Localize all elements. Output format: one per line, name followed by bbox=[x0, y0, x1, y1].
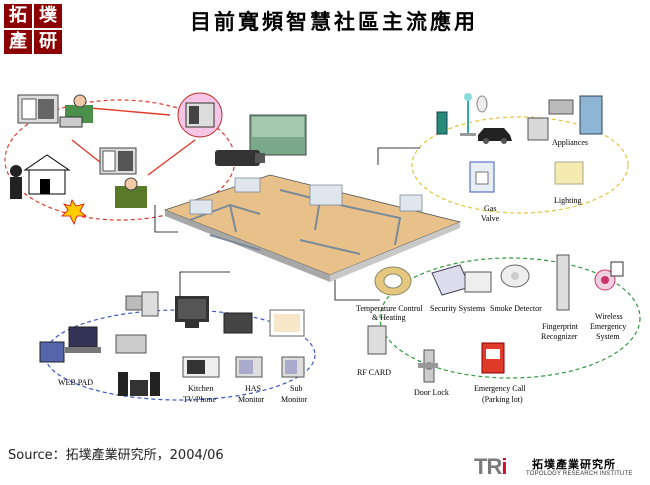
logo-char-4: 研 bbox=[34, 30, 62, 54]
logo-char-2: 墣 bbox=[34, 4, 62, 28]
room-block-4 bbox=[189, 199, 213, 215]
label-gas-valve-line1: Gas bbox=[484, 204, 497, 213]
label-security-systems: Security Systems bbox=[430, 304, 486, 313]
label-fingerprint-line1: Fingerprint bbox=[542, 322, 578, 331]
fridge-icon bbox=[579, 95, 603, 135]
fingerprint-icon bbox=[556, 254, 570, 311]
label-emergency-line2: (Parking lot) bbox=[482, 395, 523, 404]
label-door-lock: Door Lock bbox=[414, 388, 449, 397]
label-has-line1: HAS bbox=[245, 384, 262, 393]
label-fingerprint-line2: Recognizer bbox=[541, 332, 578, 341]
logo-char-1: 拓 bbox=[4, 4, 32, 28]
laptop-icon bbox=[65, 326, 101, 353]
streetlight-icon bbox=[460, 93, 476, 136]
label-temperature-line2: & Heating bbox=[372, 313, 406, 322]
house-icon bbox=[23, 154, 71, 195]
label-lighting: Lighting bbox=[554, 196, 582, 205]
label-smoke-detector: Smoke Detector bbox=[490, 304, 542, 313]
connector-remote bbox=[154, 205, 178, 233]
appliances-group-ellipse bbox=[411, 116, 629, 214]
stereo-icon bbox=[118, 372, 160, 396]
pc-monitor-icon bbox=[125, 295, 143, 311]
control-panel-3 bbox=[99, 147, 137, 175]
label-kitchen-line2: TV/Phone bbox=[183, 395, 216, 404]
rf-card-icon bbox=[367, 325, 387, 355]
page-title: 目前寬頻智慧社區主流應用 bbox=[190, 9, 478, 34]
brand-name-en: TOPOLOGY RESEARCH INSTITUTE bbox=[526, 471, 633, 477]
guard-icon bbox=[115, 177, 147, 208]
control-panel-1 bbox=[17, 94, 59, 124]
printer-icon bbox=[115, 334, 147, 354]
washing-machine-icon bbox=[527, 117, 549, 141]
connector-appliances bbox=[377, 147, 420, 165]
brand-tri: TRi bbox=[474, 454, 507, 480]
room-block-3 bbox=[399, 194, 423, 212]
cctv-camera-icon bbox=[215, 150, 265, 166]
tv-icon bbox=[175, 296, 209, 328]
arrow-remote-3 bbox=[147, 139, 196, 176]
security-group-ellipse bbox=[379, 257, 641, 379]
brand-tri-prefix: TR bbox=[474, 454, 502, 479]
security-keypad-icon bbox=[431, 264, 471, 296]
microwave-icon bbox=[548, 99, 574, 115]
burglar-icon bbox=[10, 165, 22, 199]
building-base-side bbox=[330, 222, 460, 282]
phone-icon bbox=[223, 312, 253, 334]
tablet-icon bbox=[269, 309, 305, 337]
bulb-icon bbox=[476, 95, 488, 113]
lighting-icon bbox=[554, 161, 584, 185]
logo-char-3: 產 bbox=[4, 30, 32, 54]
label-sub-line2: Monitor bbox=[281, 395, 308, 404]
pc-tower-icon bbox=[141, 291, 159, 317]
control-panel-2 bbox=[177, 92, 223, 138]
connector-av bbox=[179, 271, 230, 300]
source-note: Source：拓墣產業研究所，2004/06 bbox=[8, 448, 224, 463]
label-appliances: Appliances bbox=[552, 138, 588, 147]
brand-name-cn: 拓墣產業研究所 bbox=[532, 458, 616, 471]
emergency-call-icon bbox=[481, 342, 505, 374]
door-lock-icon bbox=[418, 349, 438, 383]
label-sub-line1: Sub bbox=[290, 384, 303, 393]
brand-tri-suffix: i bbox=[501, 454, 507, 479]
room-block-2 bbox=[234, 177, 261, 193]
web-pad-icon bbox=[39, 341, 65, 363]
label-has-line2: Monitor bbox=[238, 395, 265, 404]
label-web-pad: WEB PAD bbox=[58, 378, 94, 387]
label-wireless-line1: Wireless bbox=[595, 312, 623, 321]
label-wireless-line3: System bbox=[596, 332, 620, 341]
label-temperature-line1: Temperature Control bbox=[356, 304, 423, 313]
person-laptop-icon bbox=[59, 94, 93, 128]
security-panel-icon bbox=[464, 271, 492, 293]
alarm-burst-icon bbox=[61, 199, 88, 225]
label-wireless-line2: Emergency bbox=[590, 322, 627, 331]
meter-box-icon bbox=[436, 111, 448, 135]
brand-logo: TRi 拓墣產業研究所 TOPOLOGY RESEARCH INSTITUTE bbox=[474, 454, 646, 482]
wireless-emergency-icon bbox=[594, 261, 624, 291]
arrow-remote-1 bbox=[89, 107, 171, 116]
label-rf-card: RF CARD bbox=[357, 368, 392, 377]
label-emergency-line1: Emergency Call bbox=[474, 384, 526, 393]
label-gas-valve-line2: Valve bbox=[481, 214, 500, 223]
label-kitchen-line1: Kitchen bbox=[188, 384, 214, 393]
car-icon bbox=[478, 128, 512, 144]
room-block-1 bbox=[309, 184, 343, 206]
logo: 拓 墣 產 研 bbox=[4, 4, 64, 56]
